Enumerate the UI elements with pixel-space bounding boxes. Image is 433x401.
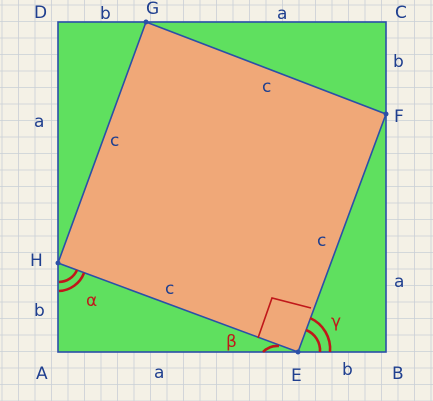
vertex-dot-e	[295, 349, 301, 355]
point-label-c: C	[395, 3, 407, 23]
side-label-bottom-right: b	[342, 360, 353, 380]
angle-beta-arc	[262, 344, 280, 353]
side-label-right-bottom: a	[394, 272, 404, 292]
angle-alpha-arcs	[58, 269, 86, 293]
point-label-b: B	[392, 364, 404, 384]
side-label-left-top: a	[34, 112, 44, 132]
square-side-label-bottom: c	[165, 279, 174, 299]
side-label-right-top: b	[393, 52, 404, 72]
right-angle-mark	[257, 297, 312, 339]
vertex-dot-h	[55, 260, 61, 266]
square-side-label-left: c	[110, 131, 119, 151]
vertex-dot-f	[383, 111, 389, 117]
angle-label-alpha: α	[86, 291, 97, 311]
point-label-f: F	[394, 107, 404, 127]
square-side-label-right: c	[317, 231, 326, 251]
angle-gamma-arcs	[305, 316, 332, 353]
point-label-d: D	[34, 3, 47, 23]
square-side-label-top: c	[262, 77, 271, 97]
side-label-top-right: a	[277, 4, 287, 24]
side-label-left-bottom: b	[34, 301, 45, 321]
side-label-bottom-left: a	[154, 363, 164, 383]
vertex-dot-g	[143, 19, 149, 25]
vertex-dots	[55, 19, 389, 355]
angle-label-gamma: γ	[331, 312, 341, 332]
point-label-g: G	[146, 0, 159, 19]
side-label-top-left: b	[100, 4, 111, 24]
point-label-h: H	[30, 251, 43, 271]
angle-label-beta: β	[226, 332, 237, 352]
point-label-e: E	[291, 366, 302, 386]
point-label-a: A	[36, 364, 48, 384]
